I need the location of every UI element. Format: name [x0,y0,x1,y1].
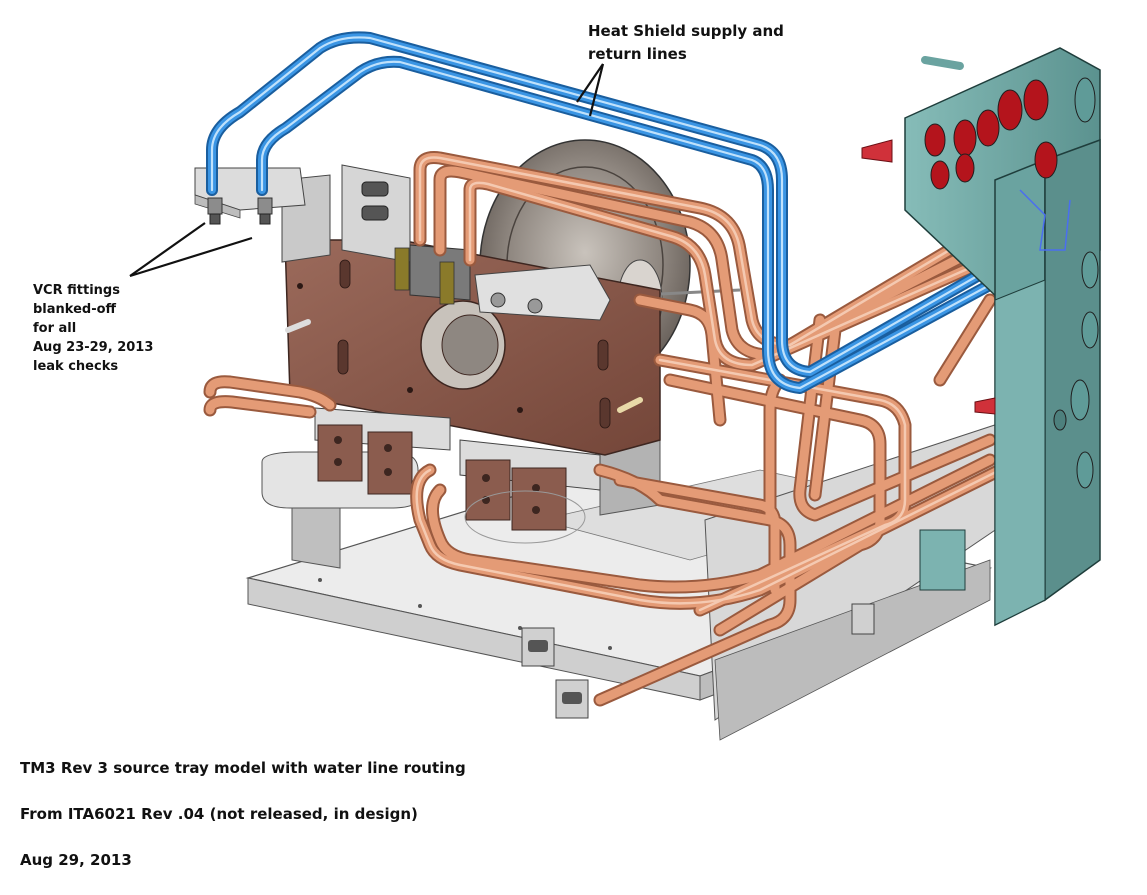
vcr-fittings-annotation: VCR fittings blanked-off for all Aug 23-… [33,283,154,374]
bottom-clamp-brackets [521,603,875,719]
feedthrough-ports [924,77,1099,489]
vcr-fitting-blocks [194,167,306,225]
lower-manifold-blocks [314,407,601,544]
caption-line-3: Aug 29, 2013 [20,851,132,869]
vcr-leaders [129,222,253,278]
heat-shield-lines [206,31,1051,394]
caption-line-2: From ITA6021 Rev .04 (not released, in d… [20,805,418,823]
copper-water-lines [203,151,1017,707]
feedthrough-panel [861,47,1101,627]
figure-caption: TM3 Rev 3 source tray model with water l… [20,734,466,895]
top-clamp-blocks [281,164,611,321]
heat-shield-leaders [576,63,605,117]
caption-line-1: TM3 Rev 3 source tray model with water l… [20,759,466,777]
source-tray-model-diagram [129,31,1101,741]
heat-shield-annotation: Heat Shield supply and return lines [588,22,784,63]
